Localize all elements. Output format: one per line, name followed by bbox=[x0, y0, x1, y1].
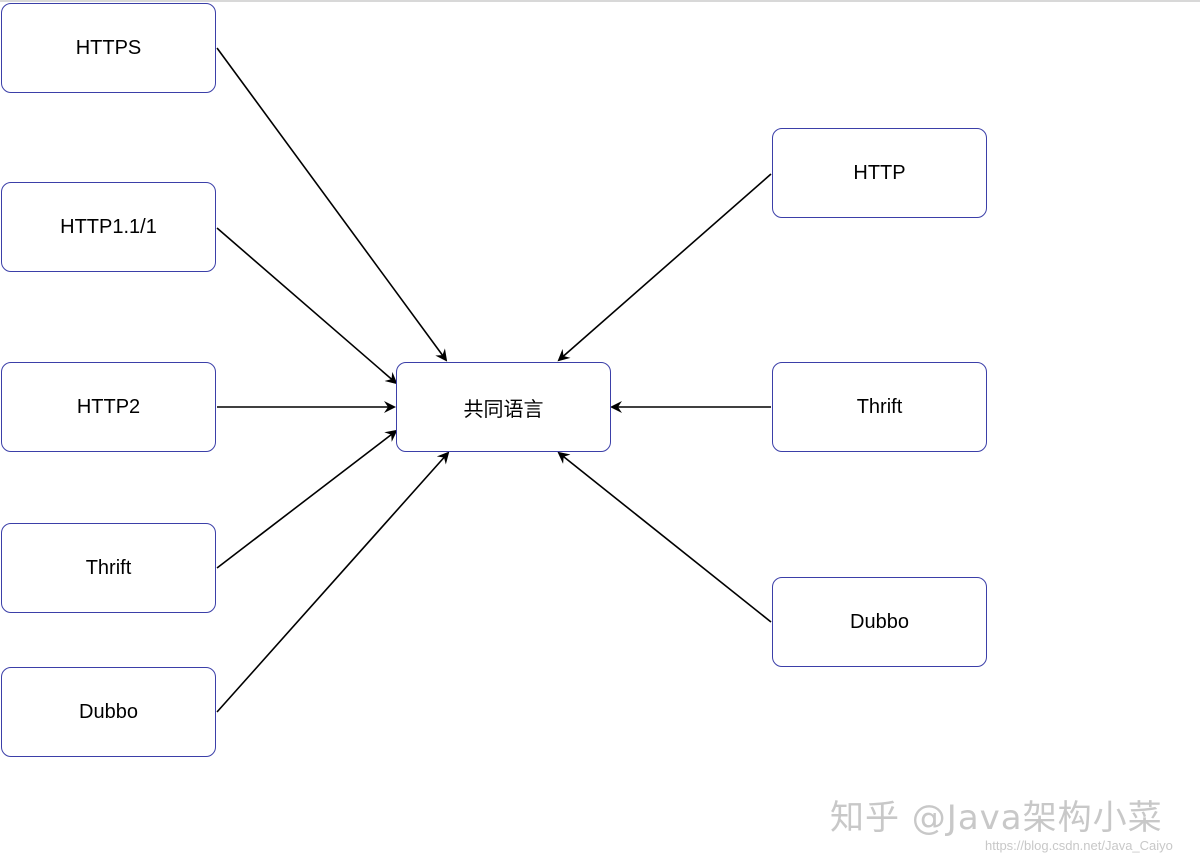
node-dubbo-right: Dubbo bbox=[772, 577, 987, 667]
watermark-url: https://blog.csdn.net/Java_Caiyo bbox=[985, 838, 1173, 853]
arrow-http-to-center bbox=[557, 173, 772, 362]
arrow-http11-to-center bbox=[216, 227, 398, 385]
node-thrift-right: Thrift bbox=[772, 362, 987, 452]
watermark-zhihu: 知乎 @Java架构小菜 bbox=[830, 798, 1163, 838]
node-http2: HTTP2 bbox=[1, 362, 216, 452]
node-https: HTTPS bbox=[1, 3, 216, 93]
node-thrift-left: Thrift bbox=[1, 523, 216, 613]
arrow-dubbo-left-to-center bbox=[216, 451, 450, 713]
node-http: HTTP bbox=[772, 128, 987, 218]
arrow-thrift-left-to-center bbox=[216, 429, 398, 569]
node-dubbo-left: Dubbo bbox=[1, 667, 216, 757]
arrow-dubbo-right-to-center bbox=[557, 451, 772, 623]
arrow-https-to-center bbox=[216, 47, 448, 362]
top-divider bbox=[0, 0, 1200, 2]
node-common-language: 共同语言 bbox=[396, 362, 611, 452]
node-http1-1: HTTP1.1/1 bbox=[1, 182, 216, 272]
